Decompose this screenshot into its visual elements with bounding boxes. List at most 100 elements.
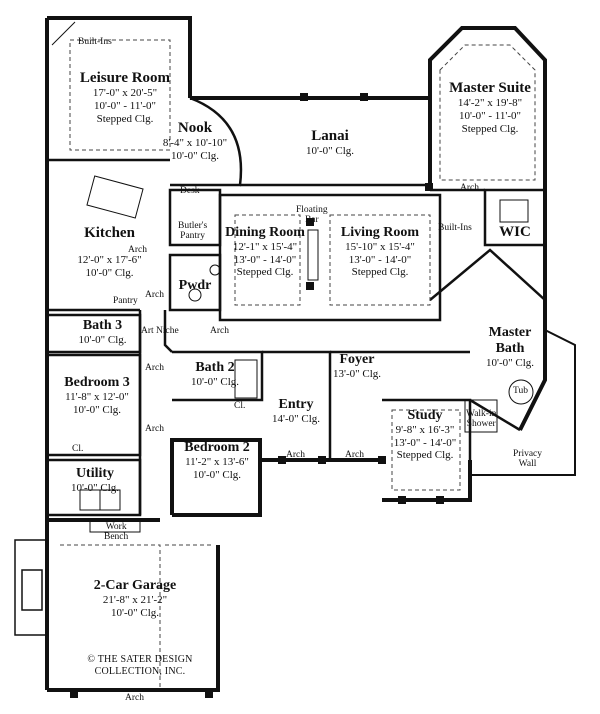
bed2-south-wall — [170, 438, 262, 517]
butlers-pantry-label: Butler's Pantry — [178, 221, 208, 242]
work-bench-line1: Work — [105, 522, 127, 532]
privacy-wall — [470, 329, 576, 476]
copyright-notice: © THE SATER DESIGN COLLECTION, INC. — [80, 654, 200, 677]
master-bath-ceiling: 10'-0" Clg. — [485, 357, 535, 370]
sink — [209, 264, 221, 276]
arch-pwdr-label: Arch — [145, 290, 164, 300]
columns — [70, 93, 444, 698]
living-room-size: 15'-10" x 15'-4" — [345, 241, 415, 254]
pwdr-label: Pwdr — [170, 278, 220, 294]
living-room-name: Living Room — [340, 225, 420, 240]
living-room-label: Living Room 15'-10" x 15'-4" 13'-0" - 14… — [330, 225, 430, 279]
dining-room-ceiling: 13'-0" - 14'-0" — [233, 253, 297, 266]
nook-ceiling: 10'-0" Clg. — [170, 149, 220, 162]
dining-room-label: Dining Room 12'-1" x 15'-4" 13'-0" - 14'… — [225, 225, 305, 279]
walk-in-shower-line1: Walk-in — [466, 409, 497, 419]
hall-wall-east — [163, 310, 173, 353]
master-bath-label: Master Bath 10'-0" Clg. — [475, 325, 545, 370]
garage-side-box — [14, 539, 48, 636]
privacy-wall-line1: Privacy — [513, 449, 543, 459]
entry-name: Entry — [278, 397, 314, 412]
arch-hall-label: Arch — [210, 326, 229, 336]
lanai-name: Lanai — [311, 128, 349, 144]
master-suite-ceiling-type: Stepped Clg. — [461, 122, 519, 135]
bath2-label: Bath 2 10'-0" Clg. — [180, 360, 250, 389]
column — [360, 93, 368, 101]
privacy-wall-line — [470, 329, 576, 476]
built-ins-top-label: Built-Ins — [78, 37, 112, 47]
tub-shape — [508, 379, 534, 405]
column — [425, 183, 433, 191]
bedroom2-label: Bedroom 2 11'-2" x 13'-6" 10'-0" Clg. — [172, 440, 262, 481]
master-bath-name2: Bath — [495, 341, 525, 357]
column — [205, 690, 213, 698]
garage-label: 2-Car Garage 21'-8" x 21'-2" 10'-0" Clg. — [75, 578, 195, 619]
garage-door-1 — [60, 544, 161, 690]
pwdr-box — [168, 253, 222, 312]
dining-room-size: 12'-1" x 15'-4" — [232, 241, 298, 254]
butler-pantry-box — [168, 188, 222, 247]
garage-name: 2-Car Garage — [93, 578, 177, 593]
column — [318, 456, 326, 464]
walk-in-shower-label: Walk-in Shower — [466, 409, 497, 430]
leisure-room-name: Leisure Room — [79, 70, 171, 86]
kitchen-size: 12'-0" x 17'-6" — [77, 254, 142, 267]
garage-side-door — [14, 539, 48, 636]
master-suite-ceiling: 10'-0" - 11'-0" — [458, 109, 522, 122]
floating-bar-label: Floating Bar — [296, 205, 328, 226]
study-south-wall — [382, 460, 472, 502]
floating-bar-line1: Floating — [296, 205, 328, 215]
master-suite-size: 14'-2" x 19'-8" — [457, 97, 523, 110]
bath2-tub — [234, 359, 258, 399]
garage-side-inner — [21, 569, 43, 611]
arch-entry-right-label: Arch — [345, 450, 364, 460]
arch-entry-left-label: Arch — [286, 450, 305, 460]
dining-room-name: Dining Room — [225, 225, 305, 240]
bedroom3-label: Bedroom 3 11'-8" x 12'-0" 10'-0" Clg. — [52, 375, 142, 416]
garage-ceiling: 10'-0" Clg. — [110, 606, 160, 619]
bath2-name: Bath 2 — [195, 360, 235, 375]
foyer-label: Foyer 13'-0" Clg. — [322, 352, 392, 381]
arch-garage-label: Arch — [125, 693, 144, 703]
desk-label: Desk — [180, 186, 200, 196]
butlers-pantry-line2: Pantry — [180, 230, 205, 241]
leisure-room-ceiling-type: Stepped Clg. — [96, 112, 154, 125]
nook-label: Nook 8'-4" x 10'-10" 10'-0" Clg. — [150, 120, 240, 163]
study-name: Study — [407, 408, 443, 423]
column — [436, 496, 444, 504]
toilet — [188, 288, 202, 302]
living-room-ceiling: 13'-0" - 14'-0" — [348, 253, 412, 266]
interior-walls — [47, 96, 547, 517]
nook-size: 8'-4" x 10'-10" — [162, 137, 228, 150]
master-suite-wall — [428, 26, 547, 190]
bedroom3-ceiling: 10'-0" Clg. — [72, 403, 122, 416]
work-bench-label: Work Bench — [104, 522, 128, 543]
kitchen-name: Kitchen — [84, 225, 135, 241]
bedroom3-name: Bedroom 3 — [64, 375, 130, 390]
leisure-room-ceiling: 10'-0" - 11'-0" — [93, 99, 157, 112]
bath3-name: Bath 3 — [82, 318, 123, 333]
master-ceiling — [439, 44, 536, 181]
master-suite-label: Master Suite 14'-2" x 19'-8" 10'-0" - 11… — [435, 80, 545, 135]
privacy-wall-line2: Wall — [518, 458, 537, 469]
column — [278, 456, 286, 464]
copyright-line2: COLLECTION, INC. — [94, 665, 186, 677]
master-east-wall — [518, 190, 547, 431]
living-room-ceiling-type: Stepped Clg. — [351, 266, 409, 279]
entry-ceiling: 14'-0" Clg. — [271, 413, 321, 426]
kitchen-island — [86, 175, 144, 219]
study-label: Study 9'-8" x 16'-3" 13'-0" - 14'-0" Ste… — [385, 408, 465, 462]
master-suite-name: Master Suite — [449, 80, 531, 96]
living-ceiling — [329, 214, 431, 306]
arch-kitchen-label: Arch — [128, 245, 147, 255]
entry-label: Entry 14'-0" Clg. — [262, 397, 330, 426]
kitchen-label: Kitchen 12'-0" x 17'-6" 10'-0" Clg. — [62, 225, 157, 280]
bath2-box — [172, 350, 264, 402]
kitchen-ceiling: 10'-0" Clg. — [85, 266, 134, 279]
study-size: 9'-8" x 16'-3" — [395, 424, 455, 437]
study-ceiling: 13'-0" - 14'-0" — [393, 436, 457, 449]
butlers-pantry-line1: Butler's — [178, 221, 208, 231]
nook-bay — [170, 96, 243, 187]
pantry-label: Pantry — [113, 296, 138, 306]
